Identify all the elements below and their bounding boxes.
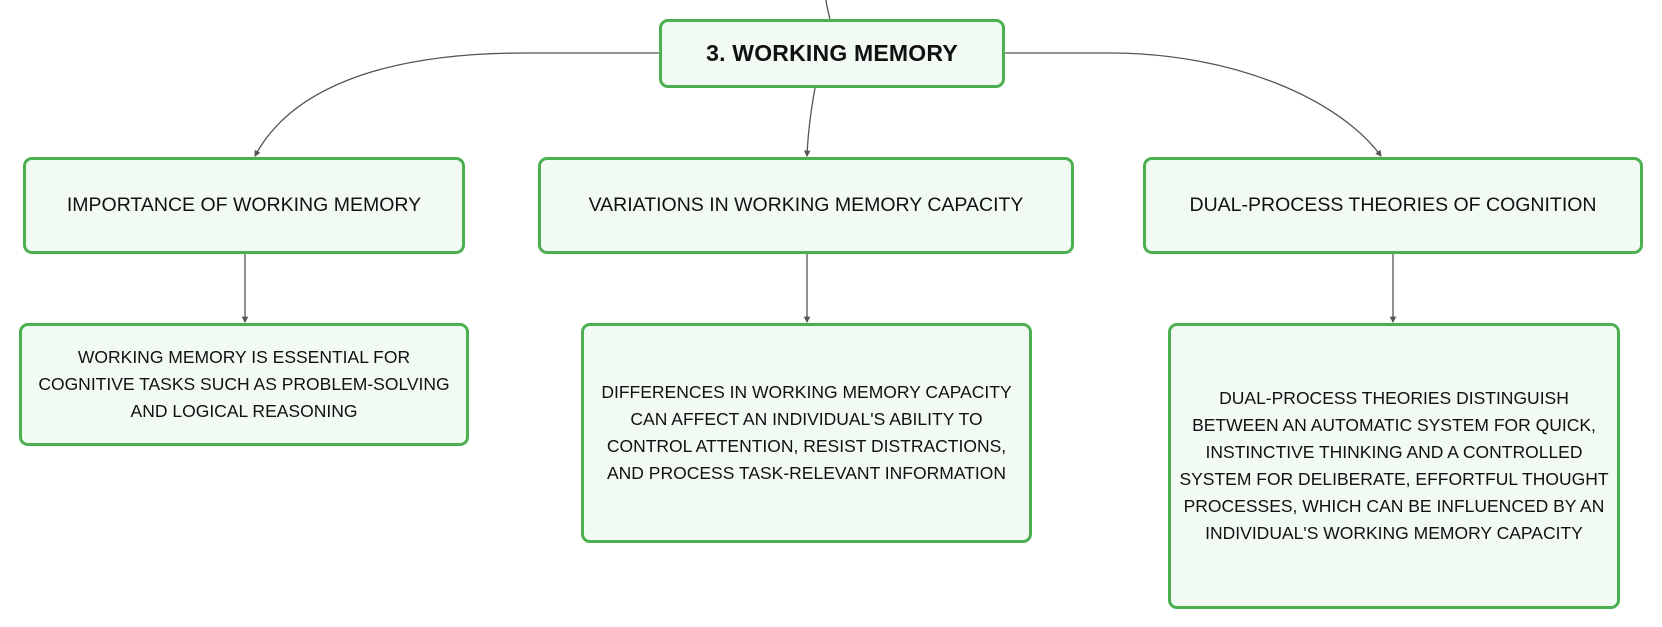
detail-node-text: WORKING MEMORY IS ESSENTIAL FOR COGNITIV… (38, 347, 450, 421)
detail-node-text: DIFFERENCES IN WORKING MEMORY CAPACITY C… (601, 382, 1012, 483)
connector-root-to-branch-3 (1005, 52, 1382, 157)
branch-node-dual-process[interactable]: DUAL-PROCESS THEORIES OF COGNITION (1143, 157, 1643, 254)
detail-node-variations[interactable]: DIFFERENCES IN WORKING MEMORY CAPACITY C… (581, 323, 1032, 543)
root-node[interactable]: 3. WORKING MEMORY (659, 19, 1005, 88)
branch-node-variations[interactable]: VARIATIONS IN WORKING MEMORY CAPACITY (538, 157, 1074, 254)
connector-parent-to-root (825, 0, 831, 21)
branch-node-label: IMPORTANCE OF WORKING MEMORY (66, 194, 422, 216)
connector-root-to-branch-1 (254, 52, 659, 157)
branch-node-importance[interactable]: IMPORTANCE OF WORKING MEMORY (23, 157, 465, 254)
branch-node-label: DUAL-PROCESS THEORIES OF COGNITION (1189, 194, 1597, 216)
detail-node-importance[interactable]: WORKING MEMORY IS ESSENTIAL FOR COGNITIV… (19, 323, 469, 446)
detail-node-dual-process[interactable]: DUAL-PROCESS THEORIES DISTINGUISH BETWEE… (1168, 323, 1620, 609)
root-node-label: 3. WORKING MEMORY (706, 40, 958, 66)
branch-node-label: VARIATIONS IN WORKING MEMORY CAPACITY (588, 194, 1024, 216)
connector-root-to-branch-2 (803, 87, 816, 158)
detail-node-text: DUAL-PROCESS THEORIES DISTINGUISH BETWEE… (1179, 388, 1609, 543)
